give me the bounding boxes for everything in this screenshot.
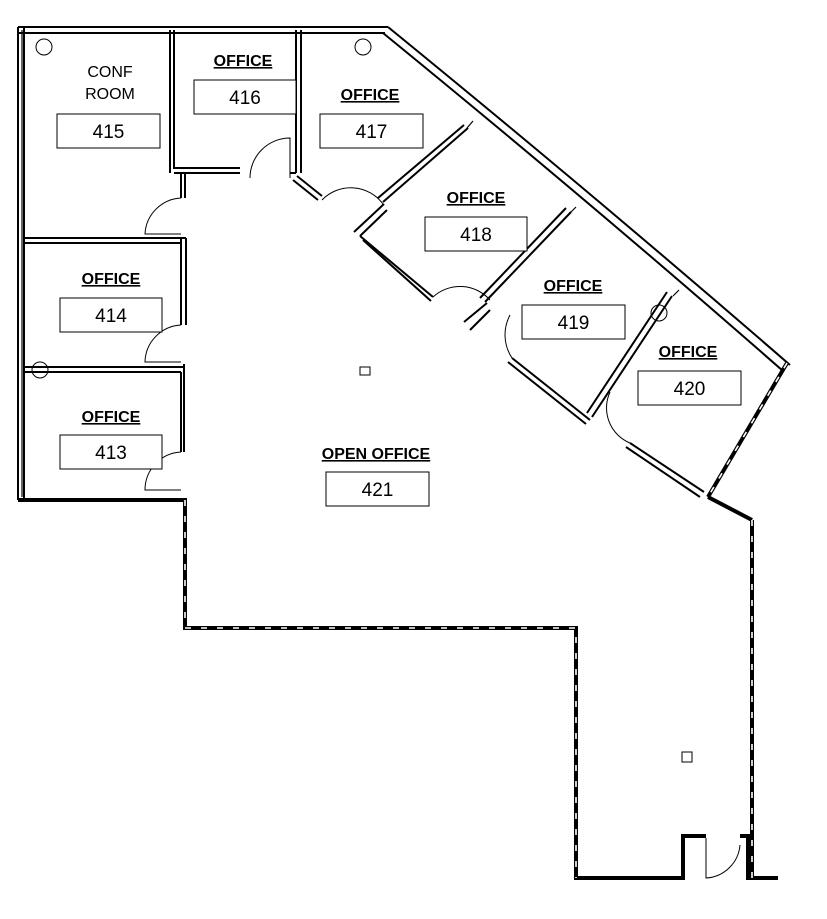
- room-419: OFFICE 419: [521, 278, 626, 340]
- room-417: OFFICE 417: [319, 87, 424, 149]
- room-number-box: [424, 216, 528, 252]
- room-418: OFFICE 418: [424, 190, 528, 252]
- room-number: 413: [95, 443, 127, 464]
- room-number-box: [521, 304, 626, 340]
- room-415: CONF ROOM 415: [56, 64, 161, 149]
- room-number-box: [325, 471, 430, 507]
- exterior-walls: [17, 26, 791, 880]
- room-number: 417: [356, 122, 388, 143]
- room-number: 415: [93, 122, 125, 143]
- room-type-label: ROOM: [85, 86, 135, 103]
- room-type-label: OFFICE: [214, 53, 273, 70]
- room-414: OFFICE 414: [59, 271, 163, 333]
- room-number-box: [59, 297, 163, 333]
- room-number-box: [56, 113, 161, 149]
- room-413: OFFICE 413: [59, 409, 163, 470]
- room-type-label: CONF: [87, 64, 133, 81]
- room-number: 421: [362, 480, 394, 501]
- columns: [31, 38, 693, 763]
- room-420: OFFICE 420: [637, 344, 742, 406]
- room-number-box: [193, 79, 297, 115]
- room-type-label: OFFICE: [544, 278, 603, 295]
- room-type-label: OFFICE: [447, 190, 506, 207]
- room-type-label: OPEN OFFICE: [322, 446, 431, 463]
- room-number: 416: [229, 88, 261, 109]
- interior-walls: [24, 30, 705, 498]
- room-416: OFFICE 416: [193, 53, 297, 115]
- door-swings: [144, 137, 741, 879]
- room-number: 418: [460, 225, 492, 246]
- room-type-label: OFFICE: [82, 409, 141, 426]
- room-number: 419: [558, 313, 590, 334]
- room-421: OPEN OFFICE 421: [322, 446, 431, 507]
- room-number: 420: [674, 379, 706, 400]
- room-number-box: [319, 113, 424, 149]
- room-number: 414: [95, 306, 127, 327]
- room-type-label: OFFICE: [659, 344, 718, 361]
- room-number-box: [637, 370, 742, 406]
- room-number-box: [59, 434, 163, 470]
- room-type-label: OFFICE: [82, 271, 141, 288]
- room-type-label: OFFICE: [341, 87, 400, 104]
